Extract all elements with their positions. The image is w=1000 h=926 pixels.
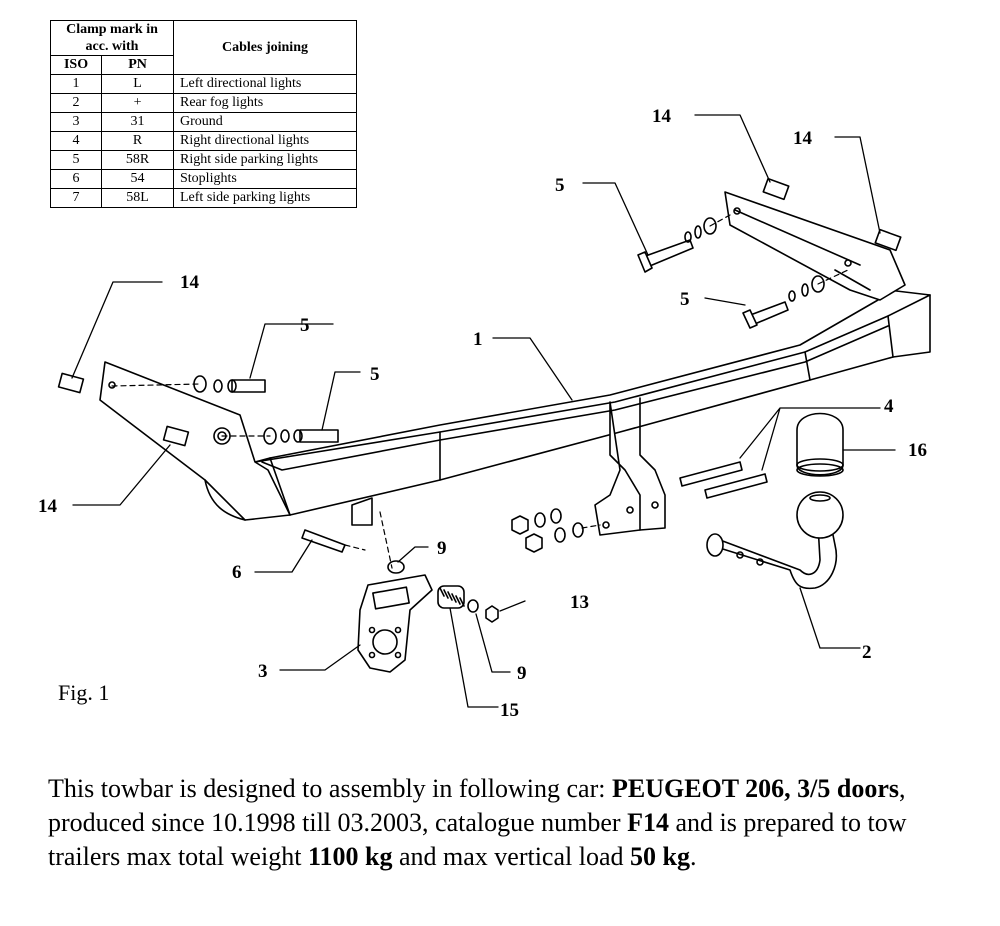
- spring: [437, 585, 465, 609]
- left-bracket-plate: [99, 361, 291, 521]
- cell-cable: Stoplights: [173, 169, 357, 189]
- cell-cable: Right side parking lights: [173, 150, 357, 170]
- desc-part-5: .: [689, 842, 697, 871]
- nut-washer-cluster: [511, 508, 584, 553]
- car-model: PEUGEOT 206, 3/5 doors: [611, 774, 899, 803]
- catalogue-number: F14: [627, 808, 669, 837]
- cable-clamp-top-left: [762, 177, 790, 201]
- cable-clamp-left-top: [57, 372, 85, 394]
- desc-part-4: and max vertical load: [392, 842, 630, 871]
- cell-cable: Right directional lights: [173, 131, 357, 151]
- callout-2: 2: [862, 642, 872, 663]
- washer: [467, 599, 479, 613]
- ball-cap: [796, 412, 844, 477]
- assembly-dashes: [111, 214, 849, 569]
- callout-13: 13: [570, 592, 589, 613]
- table-header-row: Clamp mark in acc. with Cables joining: [50, 20, 357, 75]
- clamp-mark-table: Clamp mark in acc. with Cables joining I…: [49, 20, 357, 208]
- description-text: This towbar is designed to assembly in f…: [48, 772, 968, 874]
- callout-9b: 9: [517, 663, 527, 684]
- desc-part-3: and is prepared to tow trailers max tota…: [48, 808, 907, 871]
- callout-14b: 14: [793, 128, 813, 149]
- cell-cable: Rear fog lights: [173, 93, 357, 113]
- callout-6: 6: [232, 562, 242, 583]
- callout-16: 16: [908, 440, 927, 461]
- callout-9a: 9: [437, 538, 447, 559]
- bolt-6: [301, 529, 346, 553]
- callout-5b: 5: [680, 289, 690, 310]
- header-iso: ISO: [49, 55, 103, 75]
- bolt-set-left-bottom: [263, 427, 339, 445]
- callout-5d: 5: [370, 364, 380, 385]
- ball-hitch: [706, 491, 844, 590]
- nut: [485, 605, 499, 623]
- bolts-4: [679, 461, 768, 499]
- socket-plate: [357, 574, 433, 673]
- max-vertical-load: 50 kg: [630, 842, 690, 871]
- callout-15: 15: [500, 700, 519, 721]
- figure-label: Fig. 1: [58, 680, 110, 705]
- desc-part-1: This towbar is designed to assembly in f…: [48, 774, 612, 803]
- cell-pn: 58L: [101, 188, 174, 208]
- desc-part-2: , produced since 10.1998 till 03.2003, c…: [48, 774, 906, 837]
- cell-iso: 7: [49, 188, 103, 208]
- callout-14d: 14: [38, 496, 58, 517]
- bolt-set-top-right: [637, 217, 717, 273]
- callout-1: 1: [473, 329, 483, 350]
- callout-labels: 1 2 3 4 5 5 5 5 6 9 9 13 14 14 14 14 15 …: [38, 106, 927, 721]
- ball-mount-socket: [594, 397, 666, 536]
- right-bracket-plate: [724, 191, 906, 301]
- callout-5c: 5: [300, 315, 310, 336]
- callout-5a: 5: [555, 175, 565, 196]
- leader-lines: [71, 114, 896, 708]
- header-clamp-mark: Clamp mark in acc. with: [50, 20, 174, 56]
- small-bracket: [351, 497, 373, 526]
- callout-3: 3: [258, 661, 268, 682]
- crossbar: [254, 289, 931, 516]
- header-cables-joining: Cables joining: [173, 20, 357, 75]
- callout-14c: 14: [180, 272, 200, 293]
- cable-clamp-top-right: [874, 228, 902, 252]
- bolt-set-right: [742, 275, 825, 329]
- callout-4: 4: [884, 396, 894, 417]
- table-row: 2+Rear fog lights: [49, 93, 357, 113]
- cable-clamp-left-bottom: [162, 425, 190, 447]
- table-subheader-row: ISO PN: [49, 55, 357, 75]
- max-total-weight: 1100 kg: [307, 842, 393, 871]
- cell-cable: Left side parking lights: [173, 188, 357, 208]
- towbar-exploded-diagram: 1 2 3 4 5 5 5 5 6 9 9 13 14 14 14 14 15 …: [38, 106, 931, 721]
- bolt-set-left-top: [193, 375, 266, 393]
- callout-14a: 14: [652, 106, 672, 127]
- washer: [387, 560, 405, 574]
